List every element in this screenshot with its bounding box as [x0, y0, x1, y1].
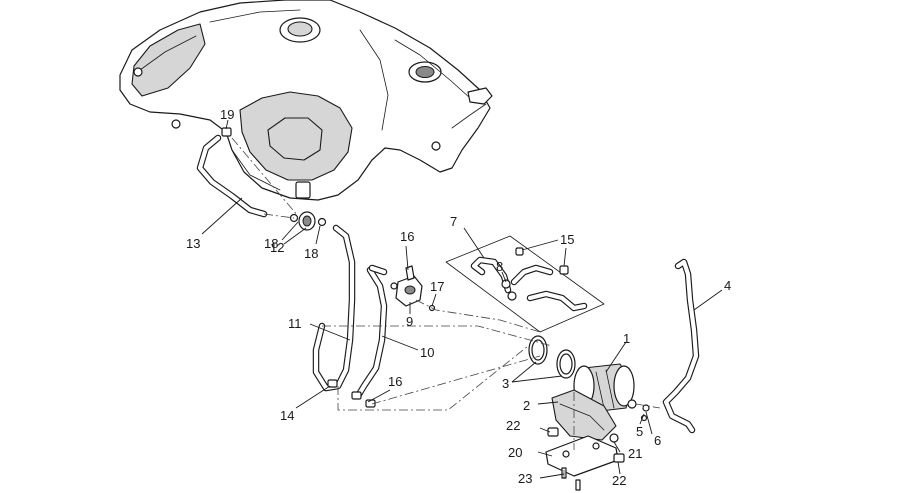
fittings-14-16 — [327, 379, 376, 408]
callout-labels: 1 2 3 4 5 6 7 8 9 10 11 12 13 14 15 16 1… — [186, 107, 731, 488]
connector-tube — [368, 264, 388, 276]
callout-16a: 16 — [400, 229, 414, 244]
hose-set-panel — [445, 235, 605, 333]
fitting-9 — [390, 265, 436, 312]
callout-14: 14 — [280, 408, 294, 423]
callout-21: 21 — [628, 446, 642, 461]
callout-9: 9 — [406, 314, 413, 329]
callout-8: 8 — [496, 259, 503, 274]
callout-17: 17 — [430, 279, 444, 294]
callout-22a: 22 — [506, 418, 520, 433]
callout-15: 15 — [560, 232, 574, 247]
clip-19 — [221, 127, 232, 137]
callout-20: 20 — [508, 445, 522, 460]
fitting-8 — [501, 279, 517, 301]
hose-13 — [196, 134, 268, 218]
fuel-tank — [119, 0, 493, 201]
hose-11 — [312, 224, 356, 392]
callout-18b: 18 — [304, 246, 318, 261]
assembly-lines — [231, 137, 661, 480]
hose-4 — [662, 258, 700, 434]
callout-3: 3 — [502, 376, 509, 391]
clamp-rings-3 — [528, 335, 576, 379]
callout-2: 2 — [523, 398, 530, 413]
callout-23: 23 — [518, 471, 532, 486]
callout-12: 12 — [270, 240, 284, 255]
valve-12 — [289, 211, 327, 231]
callout-4: 4 — [724, 278, 731, 293]
leader-lines — [201, 119, 723, 479]
clip-15 — [515, 247, 569, 275]
callout-19: 19 — [220, 107, 234, 122]
callout-6: 6 — [654, 433, 661, 448]
callout-16b: 16 — [388, 374, 402, 389]
callout-22b: 22 — [612, 473, 626, 488]
callout-11: 11 — [288, 316, 302, 331]
small-parts-21-22-23 — [547, 404, 650, 491]
plate-20 — [545, 435, 619, 477]
callout-7: 7 — [450, 214, 457, 229]
callout-13: 13 — [186, 236, 200, 251]
callout-18a: 18 — [264, 236, 278, 251]
callout-1: 1 — [623, 331, 630, 346]
bracket-2 — [551, 389, 617, 441]
callout-10: 10 — [420, 345, 434, 360]
hose-10 — [354, 266, 388, 400]
callout-5: 5 — [636, 424, 643, 439]
